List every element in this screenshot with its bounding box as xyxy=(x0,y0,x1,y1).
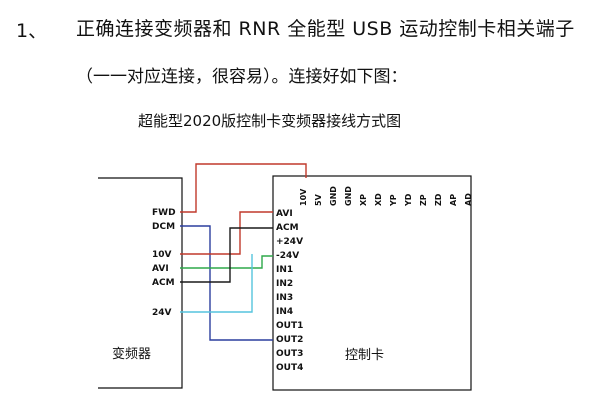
controller-box xyxy=(272,175,472,391)
wire-dcm xyxy=(180,225,273,341)
controller-pin-out2: OUT2 xyxy=(276,335,303,345)
wire-fwd xyxy=(180,163,307,213)
controller-top-pin-xd: XD xyxy=(374,193,383,206)
inverter-pin-24v: 24V xyxy=(152,308,172,318)
inverter-box xyxy=(98,177,183,389)
controller-pin-in3: IN3 xyxy=(276,293,293,303)
controller-top-pin-yp: YP xyxy=(389,194,398,207)
controller-pin-in1: IN1 xyxy=(276,265,293,275)
controller-pin-avi: AVI xyxy=(276,209,293,219)
step-text: 正确连接变频器和 RNR 全能型 USB 运动控制卡相关端子 xyxy=(76,18,575,40)
inverter-pin-dcm: DCM xyxy=(152,222,175,232)
controller-pin-in4: IN4 xyxy=(276,307,293,317)
controller-top-pin-ap: AP xyxy=(449,194,458,206)
controller-pin-plus24v: +24V xyxy=(276,237,303,247)
controller-top-pin-zd: ZD xyxy=(434,193,443,206)
step-subtext: （一一对应连接，很容易）。连接好如下图： xyxy=(76,67,408,87)
controller-top-pin-yd: YD xyxy=(404,193,413,207)
controller-top-pin-gnd-1: GND xyxy=(329,186,338,206)
inverter-pin-10v: 10V xyxy=(152,250,172,260)
diagram-title: 超能型2020版控制卡变频器接线方式图 xyxy=(138,112,402,130)
wire-24v xyxy=(180,254,253,313)
controller-pin-out3: OUT3 xyxy=(276,349,303,359)
step-number: 1、 xyxy=(16,20,48,42)
controller-top-pin-xp: XP xyxy=(359,194,368,206)
controller-top-pin-10v: 10V xyxy=(299,188,308,206)
wire-10v xyxy=(180,211,273,255)
controller-pin-in2: IN2 xyxy=(276,279,293,289)
controller-pin-out1: OUT1 xyxy=(276,321,303,331)
controller-top-pin-5v: 5V xyxy=(314,193,323,206)
controller-top-pin-ad: AD xyxy=(464,193,473,206)
controller-pin-acm: ACM xyxy=(276,223,299,233)
controller-name: 控制卡 xyxy=(345,348,384,363)
controller-top-pin-gnd-2: GND xyxy=(344,186,353,206)
wire-acm xyxy=(180,227,273,283)
inverter-name: 变频器 xyxy=(112,346,151,362)
controller-pin-out4: OUT4 xyxy=(276,363,303,373)
controller-top-pin-zp: ZP xyxy=(419,194,428,206)
inverter-pin-fwd: FWD xyxy=(152,208,176,218)
inverter-pin-avi: AVI xyxy=(152,264,169,274)
wire-avi xyxy=(180,255,273,269)
controller-pin-minus24v: -24V xyxy=(276,251,299,261)
inverter-pin-acm: ACM xyxy=(152,278,175,288)
